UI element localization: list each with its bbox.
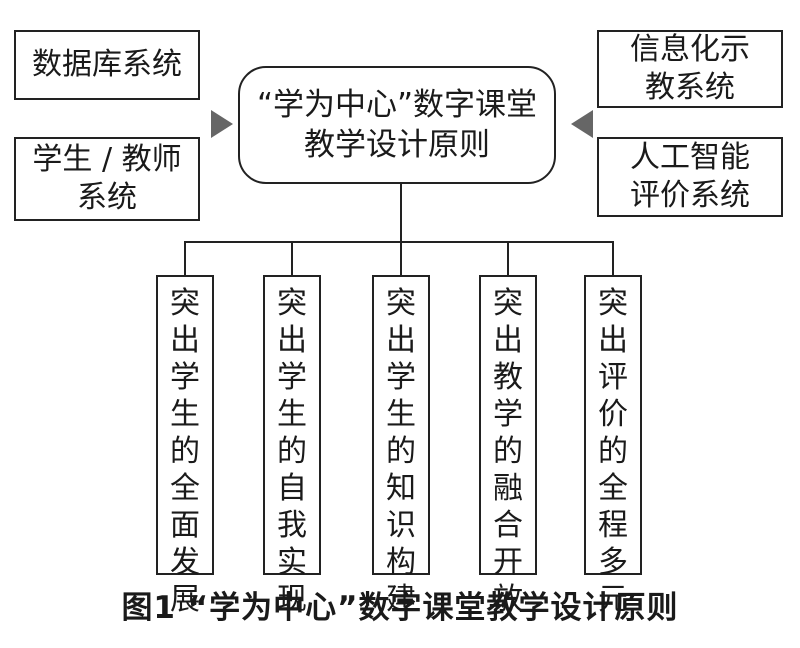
principle-box-1: 突出学生的全面发展 (156, 275, 214, 617)
principle-label-2: 突出学生的自我实现 (277, 286, 307, 617)
principle-box-4: 突出教学的融合开放 (479, 275, 537, 617)
info-teaching-system-label: 信息化示 教系统 (630, 32, 750, 105)
principle-box-2: 突出学生的自我实现 (263, 275, 321, 617)
center-principle-box: “学为中心”数字课堂 教学设计原则 (238, 66, 556, 184)
branch-line-2 (291, 241, 293, 275)
center-principle-label: “学为中心”数字课堂 教学设计原则 (256, 87, 538, 163)
database-system-label: 数据库系统 (32, 47, 182, 82)
database-system-box: 数据库系统 (14, 30, 200, 100)
principle-box-3: 突出学生的知识构建 (372, 275, 430, 617)
trunk-line (400, 184, 402, 243)
branch-line-3 (400, 241, 402, 275)
student-teacher-system-label: 学生 / 教师 系统 (32, 142, 182, 215)
principle-label-5: 突出评价的全程多元 (598, 286, 628, 617)
student-teacher-system-box: 学生 / 教师 系统 (14, 137, 200, 221)
right-arrow-icon (571, 110, 593, 138)
ai-evaluation-system-label: 人工智能 评价系统 (630, 140, 750, 213)
branch-line-5 (612, 241, 614, 275)
branch-line-4 (507, 241, 509, 275)
horizontal-bus-line (184, 241, 614, 243)
principle-label-1: 突出学生的全面发展 (170, 286, 200, 617)
ai-evaluation-system-box: 人工智能 评价系统 (597, 137, 783, 217)
principle-label-3: 突出学生的知识构建 (386, 286, 416, 617)
left-arrow-icon (211, 110, 233, 138)
principle-label-4: 突出教学的融合开放 (493, 286, 523, 617)
principle-box-5: 突出评价的全程多元 (584, 275, 642, 617)
branch-line-1 (184, 241, 186, 275)
top-strip (0, 0, 800, 6)
info-teaching-system-box: 信息化示 教系统 (597, 30, 783, 108)
figure-caption: 图1 “学为中心”数字课堂教学设计原则 (121, 590, 679, 626)
